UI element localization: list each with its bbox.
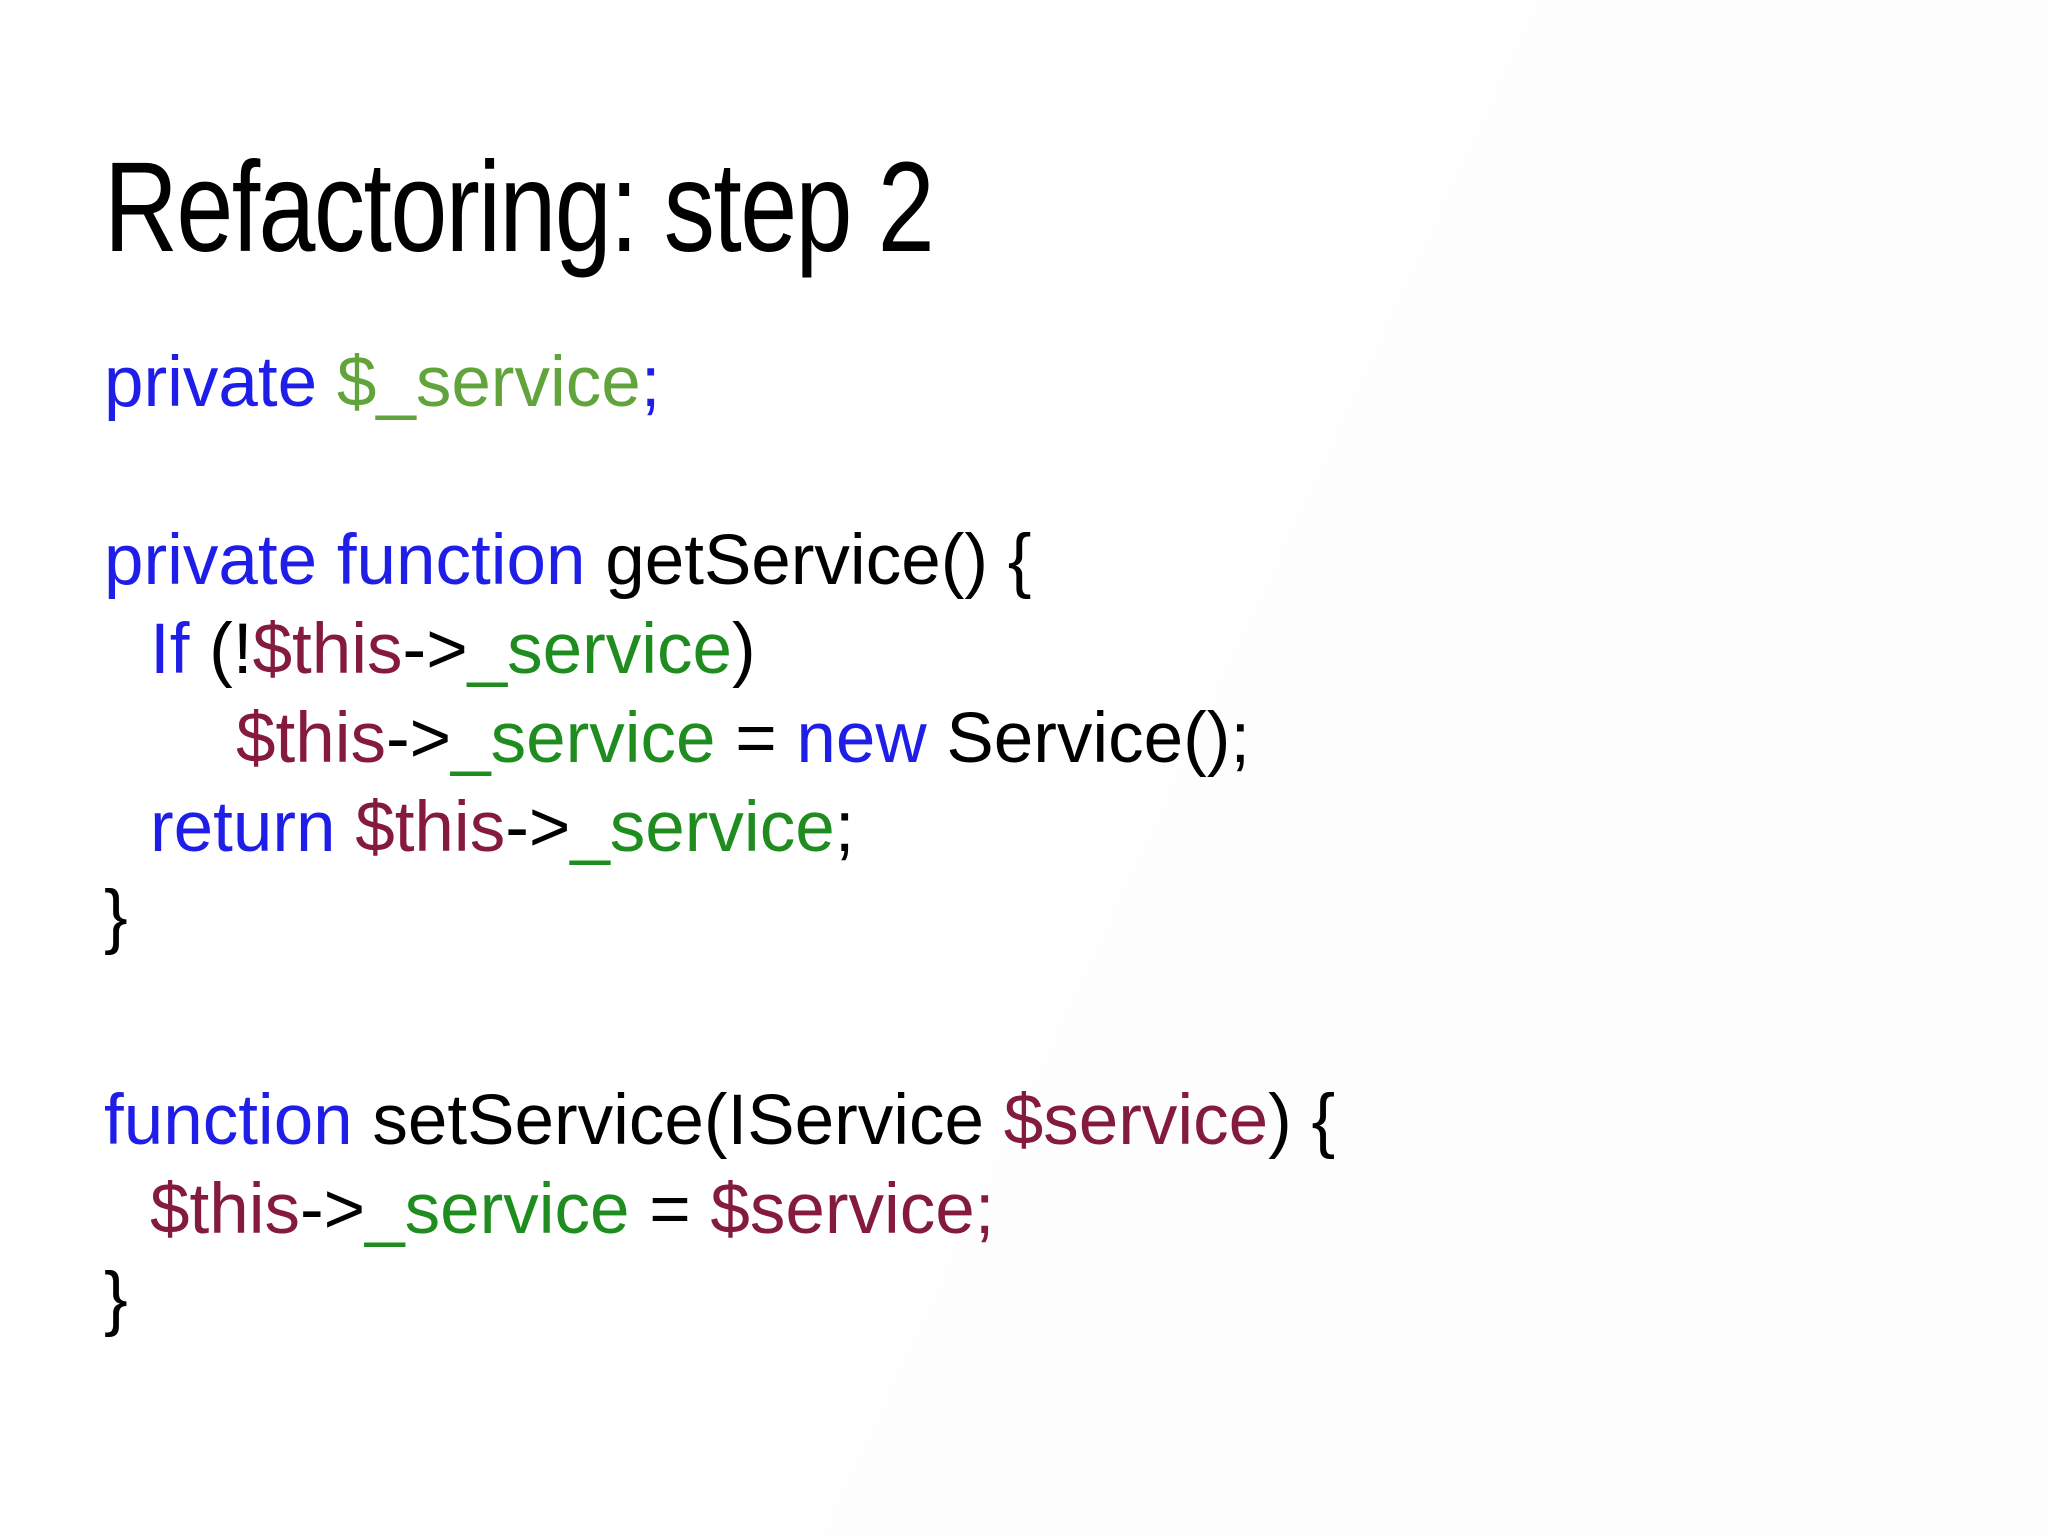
- code-token: function: [104, 1081, 353, 1160]
- code-token: getService() {: [585, 521, 1032, 600]
- code-line: $this->_service = $service;: [104, 1165, 1335, 1254]
- code-line: }: [104, 1254, 1335, 1343]
- code-block: private $_service;private function getSe…: [104, 338, 1335, 1343]
- code-token: ->: [505, 788, 571, 867]
- code-token: }: [104, 1259, 128, 1338]
- code-token: $this: [355, 788, 506, 867]
- code-token: }: [104, 877, 128, 956]
- code-token: _service: [365, 1170, 630, 1249]
- code-token: $this: [252, 610, 403, 689]
- code-blank-line: [104, 427, 1335, 516]
- code-token: =: [629, 1170, 711, 1249]
- code-token: _service: [467, 610, 733, 689]
- code-token: return: [150, 788, 336, 867]
- code-token: setService(IService: [352, 1081, 1004, 1160]
- code-line: return $this->_service;: [104, 783, 1335, 872]
- code-token: $_service: [336, 343, 641, 422]
- code-token: ->: [402, 610, 468, 689]
- code-token: ->: [299, 1170, 366, 1249]
- code-token: If: [150, 610, 190, 689]
- code-token: $this: [150, 1170, 300, 1249]
- code-token: $this: [236, 699, 386, 778]
- code-token: ): [732, 610, 756, 689]
- code-token: new: [796, 699, 927, 778]
- code-token: private function: [104, 521, 586, 600]
- code-token: _service: [451, 699, 716, 778]
- code-blank-line: [104, 961, 1335, 1050]
- code-token: ;: [834, 788, 855, 867]
- code-token: [335, 788, 355, 867]
- code-line: If (!$this->_service): [104, 605, 1335, 694]
- code-token: ->: [385, 699, 452, 778]
- slide-title: Refactoring: step 2: [104, 136, 935, 279]
- code-line: $this->_service = new Service();: [104, 694, 1335, 783]
- code-line: }: [104, 872, 1335, 961]
- code-token: ;: [640, 343, 661, 422]
- code-token: ) {: [1268, 1081, 1336, 1160]
- code-token: $service: [1003, 1081, 1269, 1160]
- code-token: $service;: [710, 1170, 995, 1249]
- code-token: (!: [189, 610, 253, 689]
- code-line: private $_service;: [104, 338, 1335, 427]
- code-token: =: [715, 699, 797, 778]
- code-line: private function getService() {: [104, 516, 1335, 605]
- code-token: private: [104, 343, 337, 422]
- code-line: function setService(IService $service) {: [104, 1076, 1335, 1165]
- code-token: _service: [570, 788, 835, 867]
- code-token: Service();: [926, 699, 1251, 778]
